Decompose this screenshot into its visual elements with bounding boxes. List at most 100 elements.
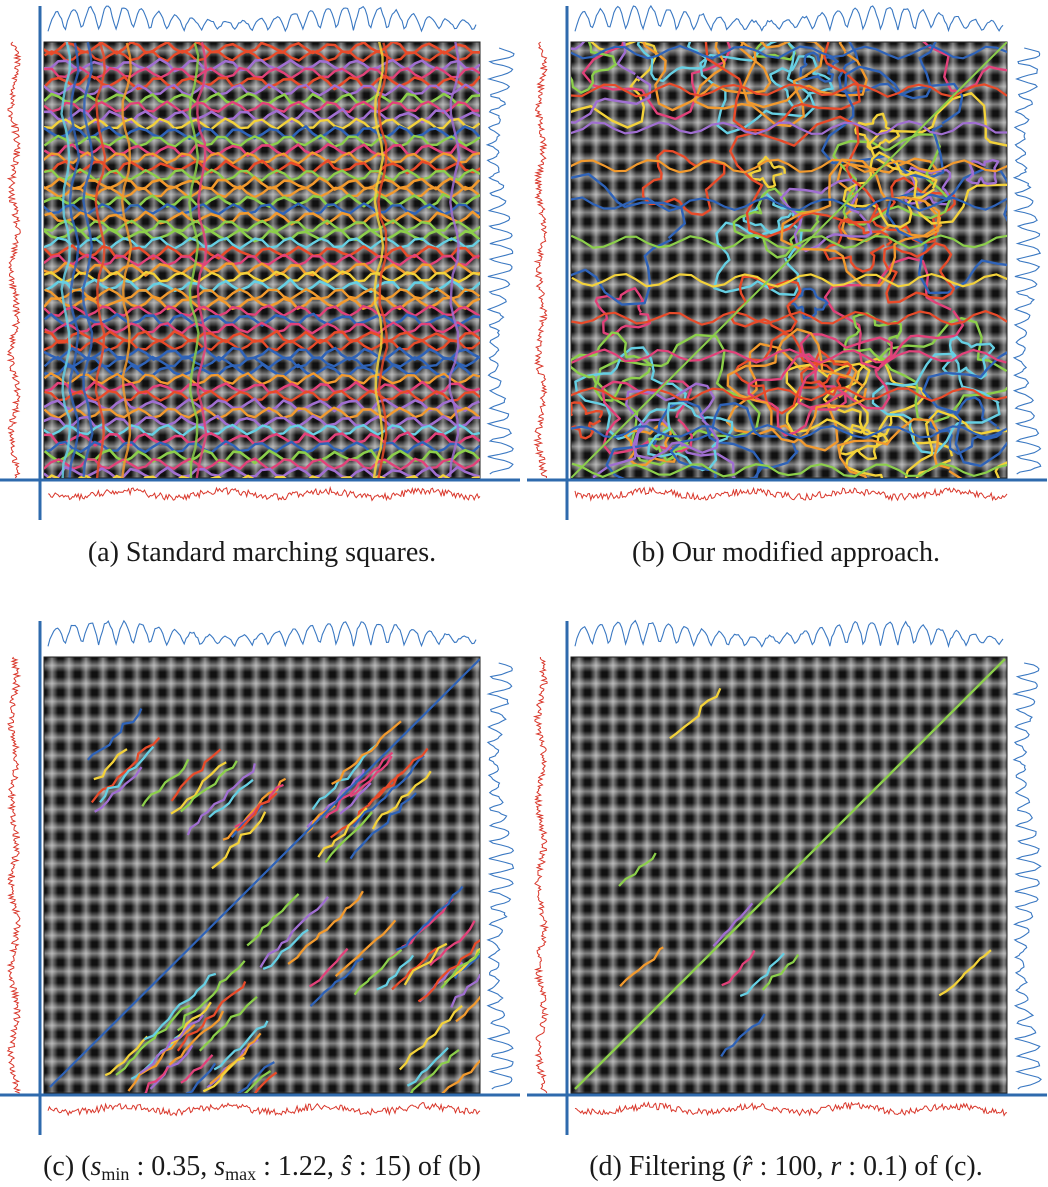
contour-line bbox=[44, 295, 480, 311]
contour-line bbox=[372, 42, 385, 478]
contour-line bbox=[594, 287, 651, 337]
contour-segment bbox=[395, 885, 464, 952]
contour-line bbox=[44, 355, 480, 369]
contour-line bbox=[879, 317, 1007, 424]
contour-segment bbox=[243, 1070, 272, 1093]
contour-line bbox=[81, 42, 94, 478]
contour-segment bbox=[236, 1061, 275, 1093]
contour-line bbox=[571, 158, 1007, 174]
right-signal bbox=[1012, 662, 1042, 1090]
contour-segment bbox=[262, 928, 309, 970]
contour-segment bbox=[391, 947, 438, 991]
contour-segment bbox=[450, 973, 480, 1008]
contour-segment bbox=[198, 996, 258, 1052]
contour-segment bbox=[367, 747, 429, 806]
contour-line bbox=[44, 338, 480, 352]
contour-segment bbox=[417, 938, 480, 1003]
contour-line bbox=[837, 418, 963, 478]
contour-line bbox=[44, 159, 480, 175]
left-signal bbox=[6, 41, 22, 479]
contour-line bbox=[44, 100, 480, 114]
contour-line bbox=[747, 155, 786, 189]
contour-segment bbox=[669, 687, 722, 740]
contour-segment bbox=[349, 755, 393, 798]
contour-line bbox=[44, 397, 480, 413]
contour-segment bbox=[440, 949, 480, 989]
contour-line bbox=[571, 43, 1007, 60]
contour-line bbox=[44, 227, 480, 243]
contour-segment bbox=[127, 1023, 196, 1092]
contour-layer bbox=[571, 42, 1007, 478]
contour-segment bbox=[739, 952, 785, 997]
contour-segment bbox=[180, 760, 238, 813]
contour-line bbox=[44, 134, 480, 148]
top-signal bbox=[47, 5, 477, 33]
contour-segment bbox=[216, 1100, 249, 1130]
bottom-signal bbox=[47, 485, 481, 502]
contour-segment bbox=[352, 754, 425, 828]
contour-segment bbox=[619, 946, 664, 987]
contour-line bbox=[44, 457, 480, 471]
contour-segment bbox=[721, 949, 756, 987]
contour-line bbox=[571, 42, 618, 94]
contour-line bbox=[44, 329, 480, 344]
right-signal bbox=[1012, 47, 1042, 475]
contour-line bbox=[571, 172, 686, 306]
contour-segment bbox=[149, 1044, 194, 1090]
contour-line bbox=[704, 42, 861, 132]
contour-segment bbox=[115, 1004, 191, 1076]
contour-segment bbox=[938, 949, 992, 997]
contour-segment bbox=[339, 782, 372, 815]
contour-line bbox=[44, 448, 480, 465]
contour-line bbox=[822, 357, 927, 438]
contour-line bbox=[780, 158, 943, 287]
contour-line bbox=[842, 151, 938, 229]
contour-line bbox=[922, 351, 1007, 468]
contour-segment bbox=[334, 919, 397, 977]
contour-segment bbox=[86, 708, 143, 761]
contour-line bbox=[44, 431, 480, 447]
plot-axes bbox=[0, 621, 520, 1135]
contour-segment bbox=[398, 1005, 463, 1071]
contour-segment bbox=[235, 792, 278, 832]
contour-line bbox=[44, 83, 480, 97]
contour-segment bbox=[141, 758, 190, 807]
contour-line bbox=[571, 272, 1007, 288]
contour-segment bbox=[104, 1035, 149, 1077]
contour-line bbox=[448, 42, 461, 478]
contour-segment bbox=[211, 811, 267, 870]
top-signal bbox=[574, 4, 1004, 33]
contour-line bbox=[44, 380, 480, 395]
contour-line bbox=[836, 157, 942, 243]
contour-segment bbox=[455, 995, 480, 1023]
right-signal bbox=[486, 662, 515, 1090]
contour-line bbox=[571, 82, 1007, 98]
contour-segment bbox=[143, 1066, 170, 1093]
contour-segment bbox=[429, 920, 476, 967]
contour-segment bbox=[254, 1071, 278, 1093]
contour-line bbox=[94, 42, 107, 478]
contour-line bbox=[838, 42, 937, 100]
panel-d-plot bbox=[527, 619, 1047, 1135]
contour-line bbox=[882, 242, 956, 304]
contour-line bbox=[726, 328, 868, 444]
contour-segment bbox=[143, 972, 217, 1041]
contour-line bbox=[571, 310, 1007, 326]
contour-segment bbox=[308, 947, 349, 988]
contour-segment bbox=[720, 1013, 766, 1058]
contour-segment bbox=[353, 949, 403, 996]
contour-line bbox=[571, 120, 1007, 136]
contour-line bbox=[44, 185, 480, 199]
contour-line bbox=[693, 42, 825, 128]
left-signal bbox=[532, 657, 550, 1094]
contour-line bbox=[797, 333, 893, 410]
contour-line bbox=[823, 256, 965, 370]
contour-segment bbox=[176, 980, 247, 1052]
contour-line bbox=[729, 115, 879, 239]
diagonal-line bbox=[574, 658, 1006, 1090]
contour-segment bbox=[94, 766, 143, 813]
contour-line bbox=[571, 462, 1007, 478]
contour-segment bbox=[406, 1046, 449, 1087]
contour-line bbox=[44, 346, 480, 362]
contour-line bbox=[904, 409, 1007, 478]
